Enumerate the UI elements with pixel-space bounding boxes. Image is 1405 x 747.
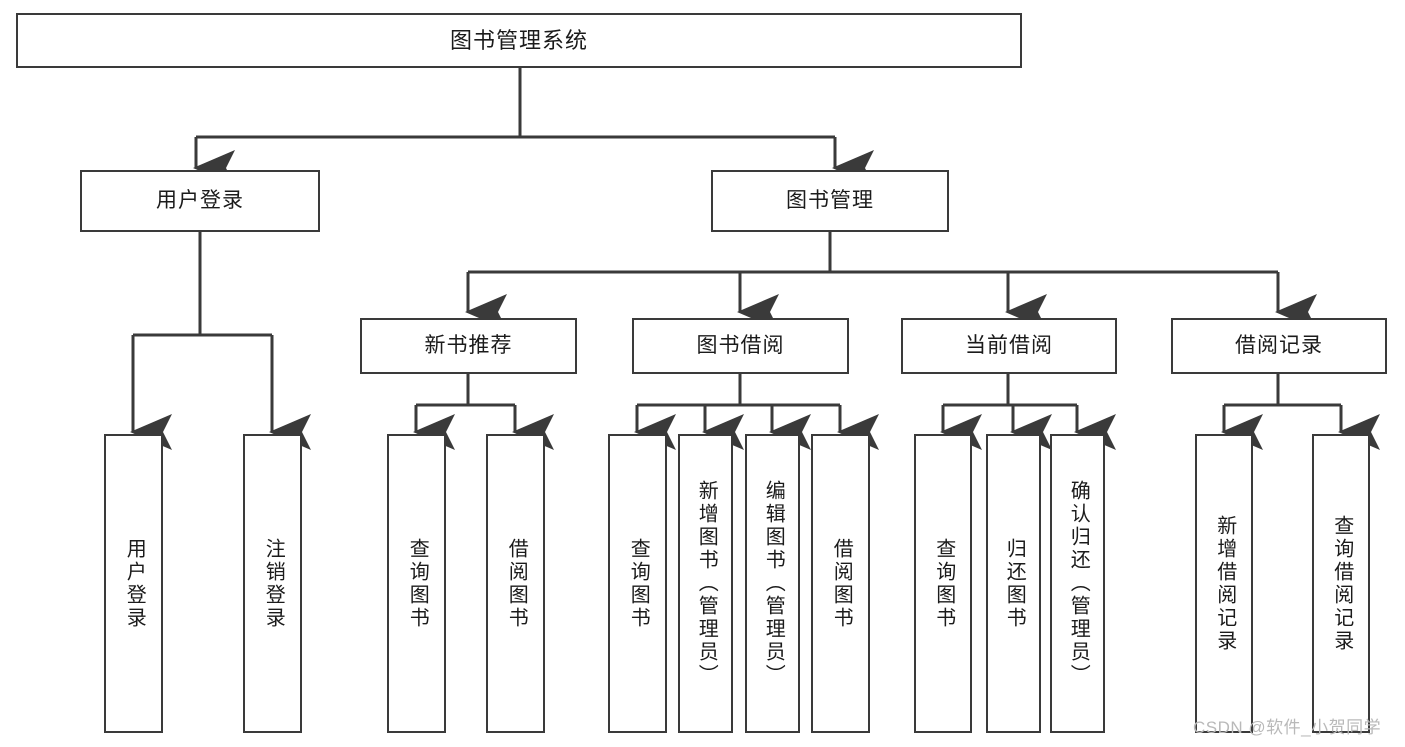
leaf-new-book-query[interactable]: 查询图书 <box>387 434 446 733</box>
leaf-book-borrow-borrow-label: 借阅图书 <box>830 537 853 630</box>
node-new-book-recommend[interactable]: 新书推荐 <box>360 318 577 374</box>
leaf-current-borrow-query[interactable]: 查询图书 <box>914 434 972 733</box>
leaf-current-borrow-return[interactable]: 归还图书 <box>986 434 1041 733</box>
leaf-book-borrow-edit-label: 编辑图书（管理员） <box>762 480 785 687</box>
leaf-borrow-record-add[interactable]: 新增借阅记录 <box>1195 434 1253 733</box>
leaf-user-login-logout-label: 注销登录 <box>262 537 285 630</box>
leaf-book-borrow-add-label: 新增图书（管理员） <box>695 480 718 687</box>
node-root-label: 图书管理系统 <box>449 27 588 53</box>
leaf-user-login-login-label: 用户登录 <box>123 537 146 630</box>
leaf-user-login-login[interactable]: 用户登录 <box>104 434 163 733</box>
node-book-borrow-label: 图书借阅 <box>696 333 785 357</box>
leaf-new-book-borrow-label: 借阅图书 <box>505 537 528 630</box>
leaf-book-borrow-add[interactable]: 新增图书（管理员） <box>678 434 733 733</box>
node-current-borrow[interactable]: 当前借阅 <box>901 318 1117 374</box>
leaf-new-book-query-label: 查询图书 <box>406 537 429 630</box>
leaf-current-borrow-query-label: 查询图书 <box>932 537 955 630</box>
leaf-user-login-logout[interactable]: 注销登录 <box>243 434 302 733</box>
leaf-book-borrow-edit[interactable]: 编辑图书（管理员） <box>745 434 800 733</box>
node-borrow-record-label: 借阅记录 <box>1235 333 1323 357</box>
leaf-new-book-borrow[interactable]: 借阅图书 <box>486 434 545 733</box>
leaf-current-borrow-confirm-return-label: 确认归还（管理员） <box>1067 480 1090 687</box>
node-current-borrow-label: 当前借阅 <box>965 333 1053 357</box>
leaf-current-borrow-return-label: 归还图书 <box>1003 537 1026 630</box>
node-user-login-label: 用户登录 <box>156 188 244 212</box>
node-book-management-label: 图书管理 <box>786 188 874 212</box>
leaf-borrow-record-query-label: 查询借阅记录 <box>1330 514 1353 653</box>
node-user-login[interactable]: 用户登录 <box>80 170 320 232</box>
node-book-management[interactable]: 图书管理 <box>711 170 949 232</box>
leaf-current-borrow-confirm-return[interactable]: 确认归还（管理员） <box>1050 434 1105 733</box>
node-root-book-management-system[interactable]: 图书管理系统 <box>16 13 1022 68</box>
leaf-book-borrow-query[interactable]: 查询图书 <box>608 434 667 733</box>
leaf-book-borrow-borrow[interactable]: 借阅图书 <box>811 434 870 733</box>
leaf-borrow-record-query[interactable]: 查询借阅记录 <box>1312 434 1370 733</box>
node-borrow-record[interactable]: 借阅记录 <box>1171 318 1387 374</box>
node-book-borrow[interactable]: 图书借阅 <box>632 318 849 374</box>
leaf-borrow-record-add-label: 新增借阅记录 <box>1213 514 1236 653</box>
node-new-book-recommend-label: 新书推荐 <box>424 333 513 357</box>
leaf-book-borrow-query-label: 查询图书 <box>627 537 650 630</box>
